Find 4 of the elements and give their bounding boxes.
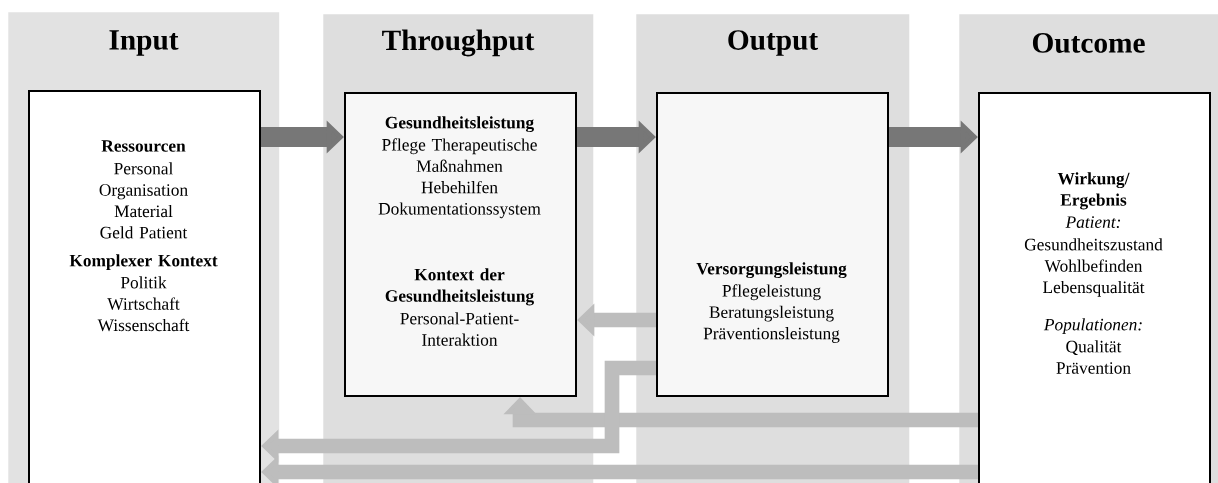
text-box: Versorgungsleistung Pflegeleistung Beratungsleistung Präventionsleistung xyxy=(656,92,889,397)
text-box: Gesundheitsleistung Pflege Therapeutische Maßnahmen Hebehilfen Dokumentationssystem Kontext der Gesundheitsleistung Personal-Patient-Interaktion xyxy=(344,92,577,397)
text-box: Ressourcen Personal Organisation Material Geld Patient Komplexer Kontext Politik Wirtschaft Wissenschaft xyxy=(28,90,261,483)
text-box: Wirkung/ Ergebnis Patient: Gesundheitszustand Wohlbefinden Lebensqualität Populationen: Qualität Prävention xyxy=(978,92,1211,483)
